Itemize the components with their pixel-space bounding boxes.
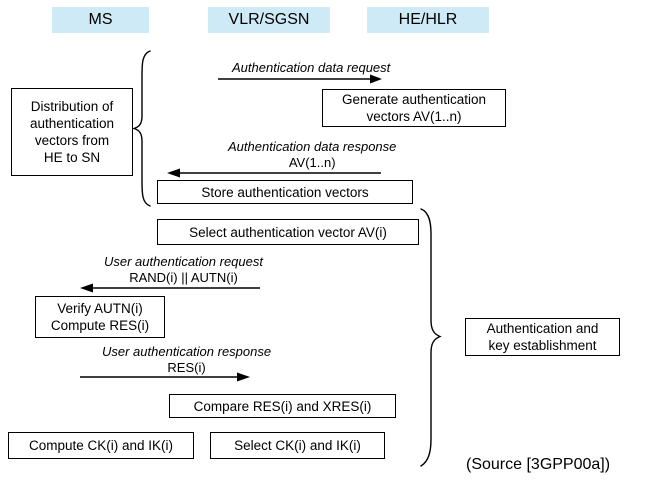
- authentication-phase-brace: [420, 208, 460, 468]
- verify-autn-box: Verify AUTN(i) Compute RES(i): [35, 296, 165, 338]
- message-arrow-user-authentication-response: [80, 371, 258, 383]
- source-citation: (Source [3GPP00a]): [466, 456, 611, 473]
- select-ck-ik-box: Select CK(i) and IK(i): [210, 432, 385, 459]
- auth-key-phase-box: Authentication and key establishment: [465, 318, 620, 356]
- message-arrow-user-authentication-request: [76, 282, 266, 294]
- message-label-user-authentication-request: User authentication request RAND(i) || A…: [104, 254, 263, 286]
- message-text-italic: User authentication response: [102, 344, 272, 359]
- message-text-italic: Authentication data request: [232, 60, 391, 75]
- distribution-phase-box: Distribution of authentication vectors f…: [11, 88, 133, 176]
- column-header-vlr-sgsn: VLR/SGSN: [208, 7, 330, 33]
- store-av-box: Store authentication vectors: [157, 180, 413, 204]
- column-header-ms: MS: [52, 7, 149, 33]
- message-text-italic: User authentication request: [104, 254, 263, 269]
- message-text-plain: RAND(i) || AUTN(i): [129, 270, 238, 285]
- message-label-authentication-data-response: Authentication data response AV(1..n): [228, 139, 396, 171]
- generate-av-box: Generate authentication vectors AV(1..n): [322, 89, 506, 127]
- message-label-user-authentication-response: User authentication response RES(i): [102, 344, 271, 376]
- message-arrow-authentication-data-request: [218, 73, 390, 85]
- distribution-phase-brace: [131, 50, 157, 207]
- message-text-plain: RES(i): [167, 360, 206, 375]
- message-arrow-authentication-data-response: [163, 167, 387, 179]
- select-av-box: Select authentication vector AV(i): [157, 219, 419, 245]
- column-header-he-hlr: HE/HLR: [367, 7, 489, 33]
- message-text-italic: Authentication data response: [228, 139, 397, 154]
- compute-ck-ik-box: Compute CK(i) and IK(i): [8, 432, 194, 459]
- compare-res-box: Compare RES(i) and XRES(i): [169, 394, 396, 418]
- message-label-authentication-data-request: Authentication data request: [232, 60, 390, 76]
- message-text-plain: AV(1..n): [288, 155, 336, 170]
